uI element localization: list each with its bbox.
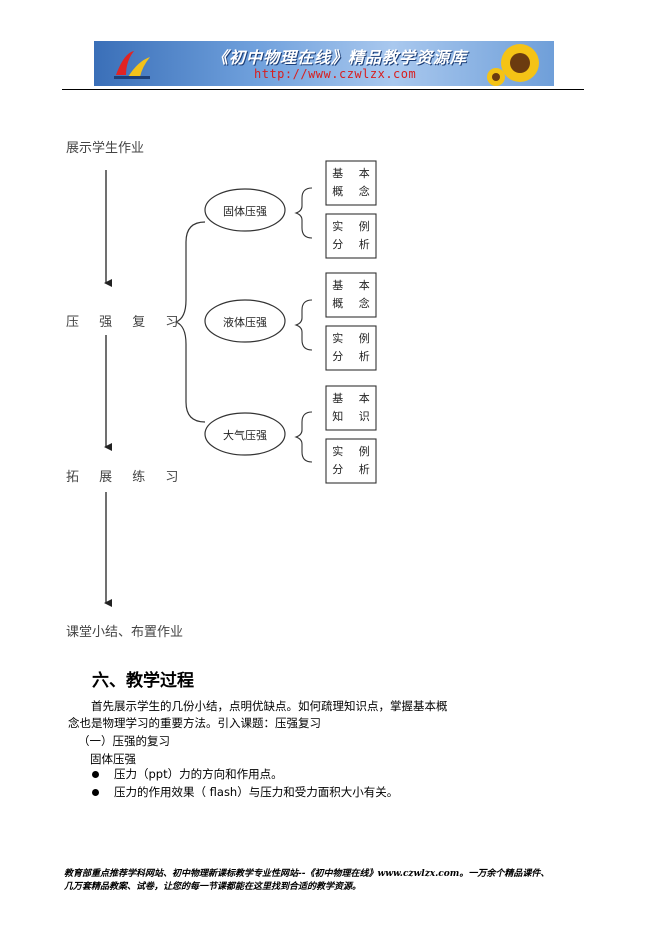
paragraph-line: 首先展示学生的几份小结，点明优缺点。如何疏理知识点，掌握基本概 <box>91 699 448 713</box>
banner-title: 《初中物理在线》精品教学资源库 <box>212 48 468 67</box>
stage-pressure-review: 压 强 复 习 <box>66 315 187 330</box>
paragraph-line: 念也是物理学习的重要方法。引入课题：压强复习 <box>68 716 321 730</box>
section-title: 六、教学过程 <box>92 671 194 691</box>
sub-sub-heading: 固体压强 <box>90 752 136 766</box>
concept-box <box>325 160 377 206</box>
sub-heading: （一）压强的复习 <box>78 734 170 748</box>
concept-box <box>325 272 377 318</box>
footer-line: 几万套精品教案、试卷，让您的每一节课都能在这里找到合适的教学资源。 <box>64 882 362 892</box>
stage-extension-practice: 拓 展 练 习 <box>66 470 187 485</box>
concept-box <box>325 385 377 431</box>
stage-summary-homework: 课堂小结、布置作业 <box>66 625 184 640</box>
header-divider <box>62 89 584 90</box>
box-label: 实 例分 析 <box>332 445 376 476</box>
sub-brace <box>294 187 313 239</box>
topic-ellipse <box>204 299 286 343</box>
bullet-item: 压力（ppt）力的方向和作用点。 <box>114 767 283 781</box>
header-banner: 《初中物理在线》精品教学资源库 http://www.czwlzx.com <box>94 41 554 86</box>
box-label: 实 例分 析 <box>332 332 376 363</box>
box-label: 基 本概 念 <box>332 167 376 198</box>
footer-line: 教育部重点推荐学科网站、初中物理新课标教学专业性网站--《初中物理在线》www.… <box>64 869 550 879</box>
sub-brace <box>294 411 313 463</box>
topic-ellipse <box>204 412 286 456</box>
box-label: 基 本概 念 <box>332 279 376 310</box>
topic-liquid-pressure: 液体压强 <box>223 316 267 329</box>
box-label: 实 例分 析 <box>332 220 376 251</box>
banner-url[interactable]: http://www.czwlzx.com <box>254 67 417 81</box>
bullet-icon <box>92 771 99 778</box>
bullet-icon <box>92 789 99 796</box>
topic-solid-pressure: 固体压强 <box>223 205 267 218</box>
sunflower-icon <box>487 44 539 86</box>
box-label: 基 本知 识 <box>332 392 376 423</box>
sub-brace <box>294 299 313 351</box>
topic-ellipse <box>204 188 286 232</box>
topic-atmospheric-pressure: 大气压强 <box>223 429 267 442</box>
stage-show-homework: 展示学生作业 <box>66 141 145 156</box>
concept-box <box>325 438 377 484</box>
site-logo-icon <box>114 51 150 79</box>
concept-box <box>325 213 377 259</box>
bullet-item: 压力的作用效果（ flash）与压力和受力面积大小有关。 <box>114 785 399 799</box>
main-brace <box>174 221 206 423</box>
concept-box <box>325 325 377 371</box>
